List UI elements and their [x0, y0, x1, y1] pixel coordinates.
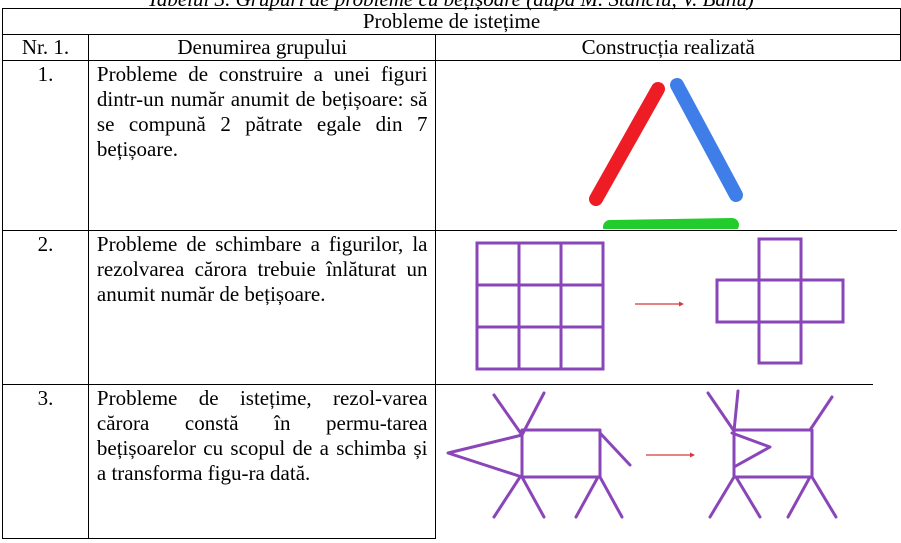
red-stick — [589, 82, 666, 206]
construction-cell — [435, 230, 901, 385]
construction-cell — [435, 384, 901, 539]
table-row: 2. Probleme de schimbare a figurilor, la… — [2, 230, 901, 385]
blue-stick — [670, 78, 744, 202]
row-number: 2. — [2, 230, 89, 385]
table-row: 3. Probleme de istețime, rezol-varea căr… — [2, 384, 901, 539]
table-caption: Tabelul 3. Grupuri de probleme cu bețișo… — [0, 0, 901, 11]
triangle-sticks-figure — [589, 78, 744, 229]
green-stick — [603, 218, 740, 229]
animal-transform-figure — [446, 389, 838, 519]
table-title: Probleme de istețime — [2, 8, 901, 35]
grid-to-cross-figure — [475, 237, 845, 371]
row-description: Probleme de istețime, rezol-varea cărora… — [87, 384, 437, 539]
arrow-icon — [646, 452, 696, 458]
row-number: 3. — [2, 384, 89, 539]
row-description: Probleme de schimbare a figurilor, la re… — [87, 230, 437, 385]
header-nr: Nr. 1. — [2, 34, 89, 61]
problems-table: Probleme de istețime Nr. 1. Denumirea gr… — [2, 8, 901, 539]
animal-before — [446, 391, 632, 519]
animal-after — [706, 389, 838, 519]
header-group-name: Denumirea grupului — [87, 34, 437, 61]
row-number: 1. — [2, 60, 89, 231]
construction-cell — [435, 60, 901, 231]
table-row: 1. Probleme de construire a unei figuri … — [2, 60, 901, 231]
three-by-three-grid — [475, 241, 605, 371]
header-construction: Construcția realizată — [435, 34, 901, 61]
arrow-icon — [635, 301, 685, 307]
row-description: Probleme de construire a unei figuri din… — [87, 60, 437, 231]
cross-figure — [715, 237, 845, 365]
